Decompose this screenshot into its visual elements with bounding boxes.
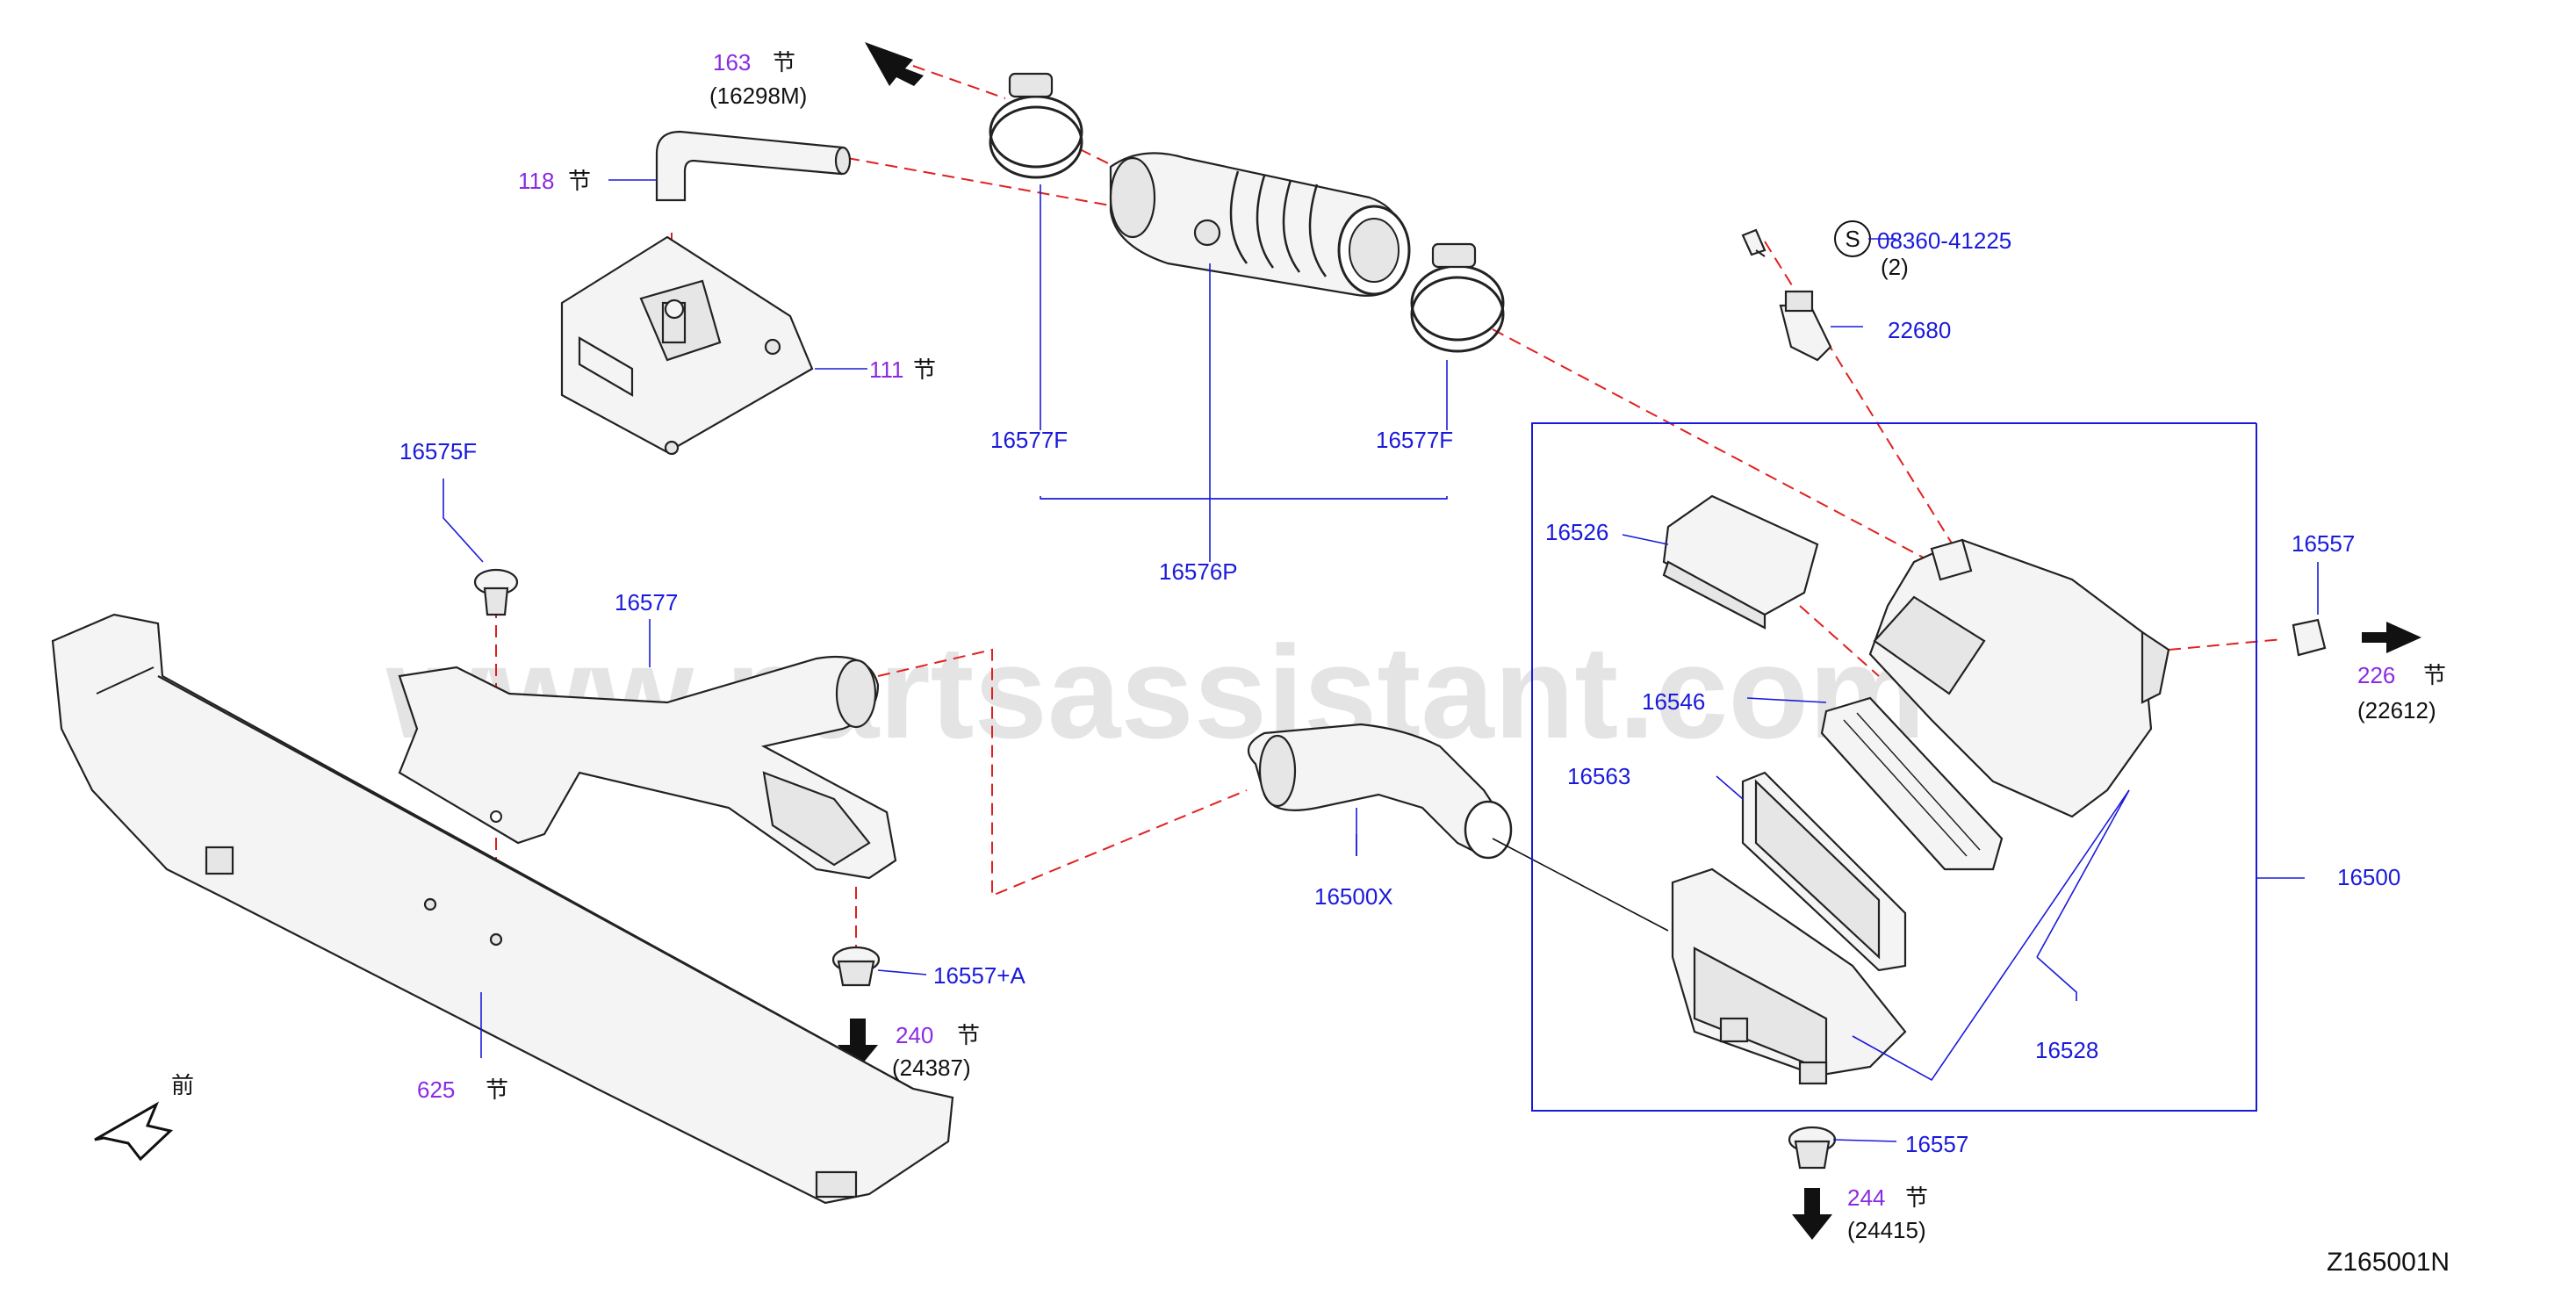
arrow-down-icon xyxy=(1792,1188,1832,1240)
label-16500: 16500 xyxy=(2337,864,2400,890)
label-16546: 16546 xyxy=(1642,688,1705,715)
arrow-right-icon xyxy=(2362,622,2421,653)
section-240-suffix: 节 xyxy=(957,1023,980,1049)
label-16577F-right: 16577F xyxy=(1376,427,1453,453)
air-cleaner-lower-case xyxy=(1671,867,1907,1085)
section-163-suffix: 节 xyxy=(773,50,795,76)
section-labels: 163 节 (16298M) 118 节 111 节 625 节 240 节 (… xyxy=(417,49,2446,1243)
section-111-suffix: 节 xyxy=(913,357,936,384)
breather-hose xyxy=(655,130,852,202)
grommet-16557-bottom xyxy=(1788,1126,1837,1170)
label-16577F-left: 16577F xyxy=(990,427,1068,453)
front-direction-arrow-icon xyxy=(94,1101,174,1162)
section-244-suffix: 节 xyxy=(1905,1185,1928,1212)
label-16576P: 16576P xyxy=(1159,558,1238,585)
filter-cover xyxy=(1662,494,1819,630)
section-111-number: 111 xyxy=(869,356,904,383)
grommet-16557-right xyxy=(2292,618,2327,657)
section-226-code: (22612) xyxy=(2357,697,2436,723)
grommet-16557A xyxy=(831,946,881,987)
section-625-suffix: 节 xyxy=(486,1077,508,1104)
radiator-core-support xyxy=(51,613,954,1205)
section-240-code: (24387) xyxy=(892,1055,971,1081)
label-16575F: 16575F xyxy=(399,438,477,464)
air-cleaner-upper-case xyxy=(1868,538,2170,818)
section-244-code: (24415) xyxy=(1847,1217,1926,1243)
label-16526: 16526 xyxy=(1545,519,1608,545)
part-labels: 16577F 16577F 16576P 16575F 16577 16557+… xyxy=(399,227,2400,1157)
section-240-number: 240 xyxy=(896,1022,933,1048)
resonator-duct xyxy=(1247,723,1513,860)
section-163-number: 163 xyxy=(713,49,751,76)
section-118-suffix: 节 xyxy=(568,169,591,195)
label-16557A: 16557+A xyxy=(933,962,1025,989)
label-16563: 16563 xyxy=(1567,763,1630,789)
label-16557-right: 16557 xyxy=(2292,530,2355,557)
hose-clamp-left xyxy=(989,72,1083,179)
svg-text:S: S xyxy=(1845,226,1860,252)
push-clip-16575F xyxy=(473,568,519,616)
filter-inner xyxy=(1741,771,1907,972)
intake-bellows-duct xyxy=(1109,152,1411,297)
section-625-number: 625 xyxy=(417,1076,455,1103)
section-226-number: 226 xyxy=(2357,662,2395,688)
section-226-suffix: 节 xyxy=(2423,663,2446,689)
label-08360-qty: (2) xyxy=(1881,254,1909,280)
label-08360-41225: 08360-41225 xyxy=(1877,227,2011,254)
air-inlet-duct xyxy=(398,655,897,880)
label-16528: 16528 xyxy=(2035,1037,2098,1063)
diagram-code: Z165001N xyxy=(2327,1248,2450,1277)
section-244-number: 244 xyxy=(1847,1184,1885,1211)
s-symbol-icon: S xyxy=(1834,220,1871,257)
front-label: 前 xyxy=(171,1073,194,1099)
leader-lines xyxy=(443,179,2319,1142)
rocker-cover xyxy=(560,235,814,456)
airflow-sensor xyxy=(1779,290,1832,362)
filter-element xyxy=(1820,696,2004,871)
label-16577: 16577 xyxy=(615,589,678,616)
arrow-down-icon xyxy=(838,1019,878,1069)
label-22680: 22680 xyxy=(1888,317,1951,343)
arrow-up-left-icon xyxy=(865,42,924,86)
bolt xyxy=(1741,228,1767,257)
label-16557-bottom: 16557 xyxy=(1905,1131,1968,1157)
leader-lines-black xyxy=(1492,838,1669,932)
section-163-code: (16298M) xyxy=(709,83,807,109)
section-118-number: 118 xyxy=(518,168,554,194)
label-16500X: 16500X xyxy=(1314,883,1393,910)
hose-clamp-right xyxy=(1410,242,1505,353)
assembly-bracket xyxy=(1531,422,2305,1112)
